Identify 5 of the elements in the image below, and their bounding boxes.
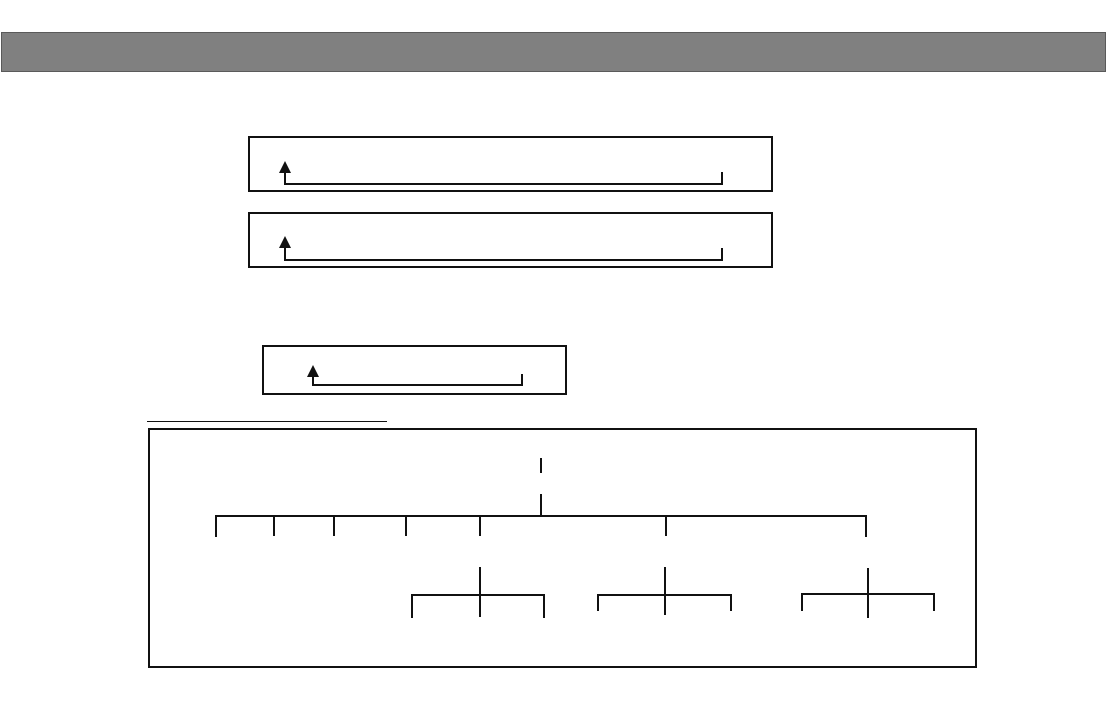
empty-box: [248, 136, 773, 192]
header-bar: [1, 32, 1106, 72]
empty-box: [248, 212, 773, 268]
frame-box: [148, 428, 977, 668]
empty-box: [262, 345, 567, 395]
